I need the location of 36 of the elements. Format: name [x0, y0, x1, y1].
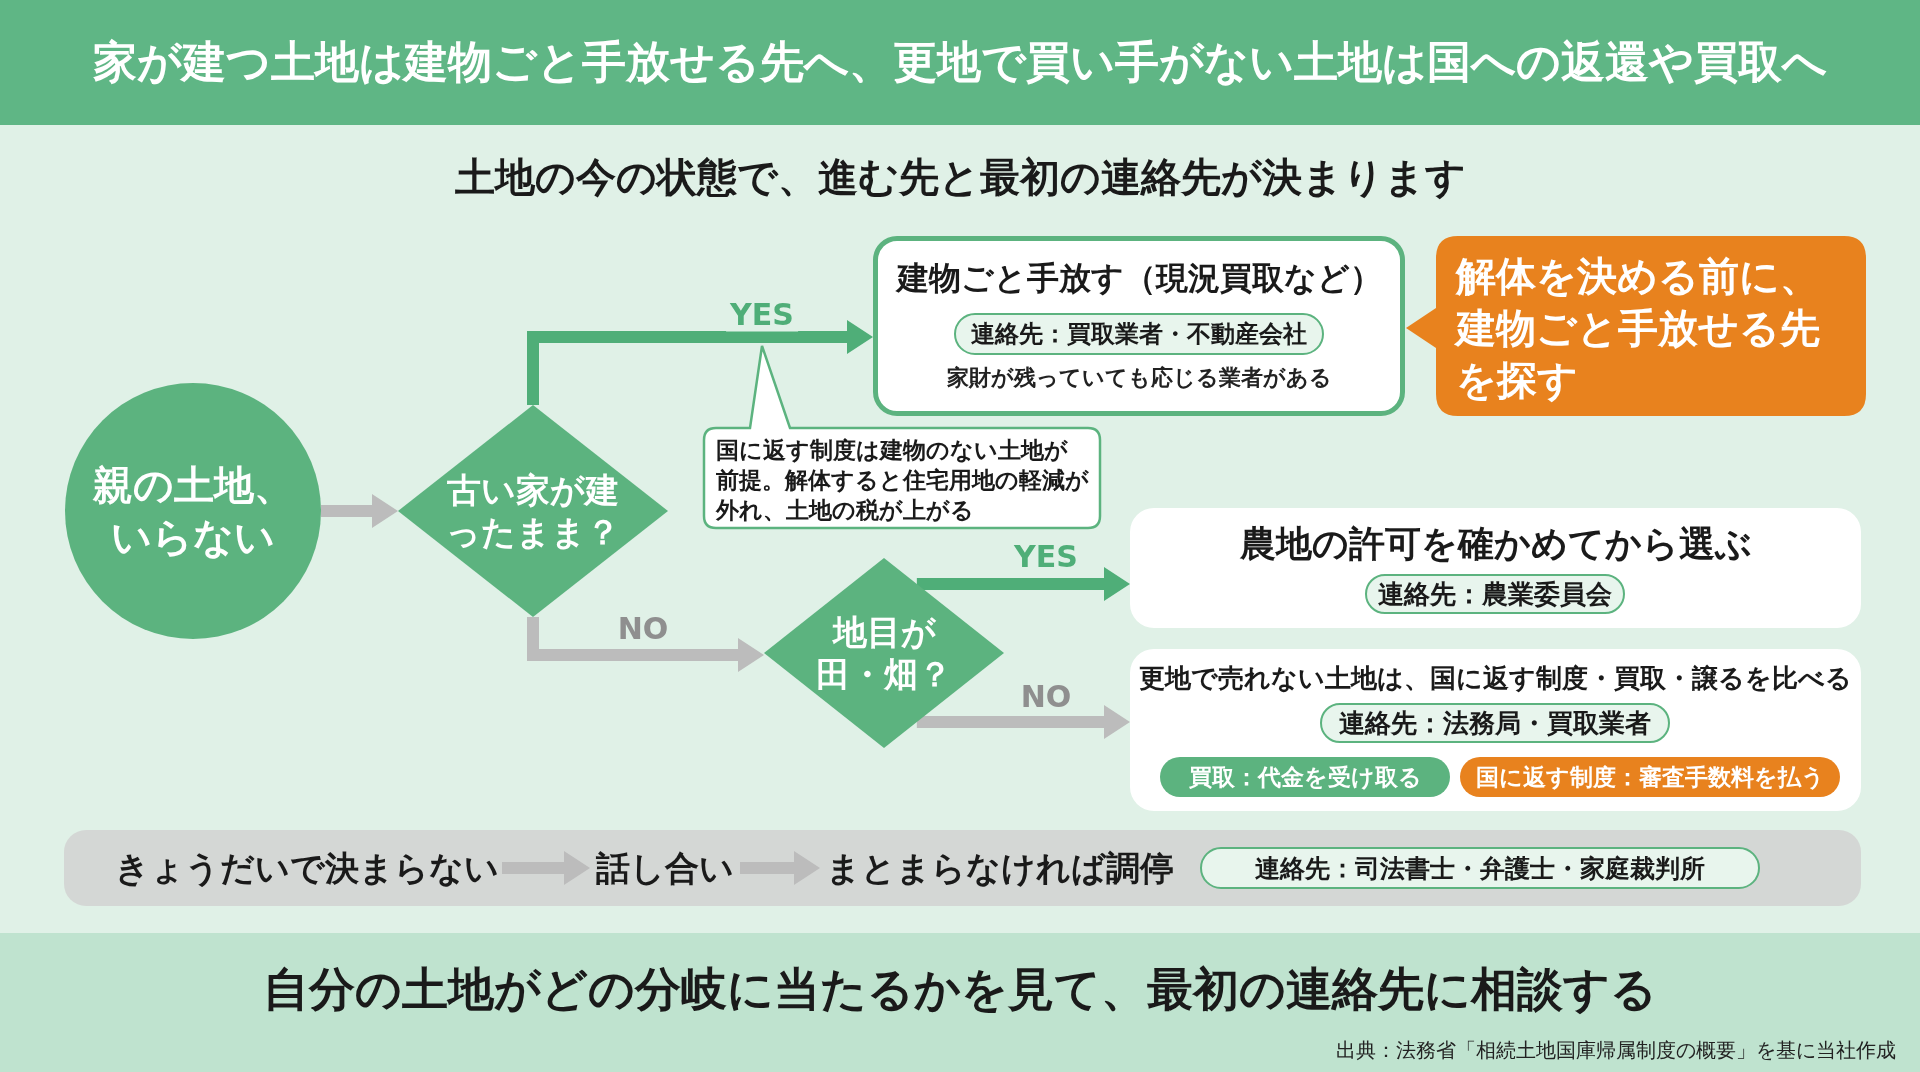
card-note: 家財が残っていても応じる業者がある [945, 364, 1333, 392]
option-pill: 国に返す制度：審査手数料を払う [1460, 757, 1840, 797]
decision-diamond [764, 558, 1004, 748]
option-pill: 買取：代金を受け取る [1160, 757, 1450, 797]
result-card [873, 236, 1405, 416]
result-card [1130, 649, 1861, 811]
source-note: 出典：法務省「相続土地国庫帰属制度の概要」を基に当社作成 [1336, 1037, 1896, 1064]
contact-pill: 連絡先：買取業者・不動産会社 [954, 313, 1324, 355]
summary-text: 自分の土地がどの分岐に当たるかを見て、最初の連絡先に相談する [262, 961, 1658, 1018]
decision-label: 古い家が建ったまま？ [445, 468, 621, 554]
arrow [502, 851, 590, 885]
note-text: 国に返す制度は建物のない土地が前提。解体すると住宅用地の軽減が外れ、土地の税が上がる [716, 436, 1090, 525]
process-band [64, 830, 1861, 906]
subtitle-text: 土地の今の状態で、進む先と最初の連絡先が決まります [453, 153, 1467, 202]
arrow [527, 320, 873, 405]
contact-pill: 連絡先：農業委員会 [1365, 574, 1625, 614]
result-card [1130, 508, 1861, 628]
contact-pill: 連絡先：司法書士・弁護士・家庭裁判所 [1200, 847, 1760, 889]
arrow [740, 851, 820, 885]
callout-text: 解体を決める前に、建物ごと手放せる先を探す [1456, 252, 1821, 405]
card-title: 建物ごと手放す（現況買取など） [894, 258, 1383, 299]
decision-label: 地目が田・畑？ [815, 610, 953, 696]
card-title: 農地の許可を確かめてから選ぶ [1238, 522, 1753, 566]
advice-callout [1404, 236, 1866, 416]
step-text: まとまらなければ調停 [820, 844, 1180, 892]
arrow [321, 494, 398, 528]
contact-pill: 連絡先：法務局・買取業者 [1320, 703, 1670, 743]
card-title: 更地で売れない土地は、国に返す制度・買取・譲るを比べる [1138, 662, 1853, 695]
arrow [916, 567, 1130, 601]
title-text: 家が建つ土地は建物ごと手放せる先へ、更地で買い手がない土地は国への返還や買取へ [93, 35, 1827, 89]
circle-label: 親の土地、いらない [91, 461, 295, 562]
decision-diamond [398, 405, 668, 617]
arrow [916, 705, 1130, 739]
step-text: きょうだいで決まらない [112, 844, 502, 892]
step-text: 話し合い [590, 844, 740, 892]
arrow [527, 617, 764, 672]
